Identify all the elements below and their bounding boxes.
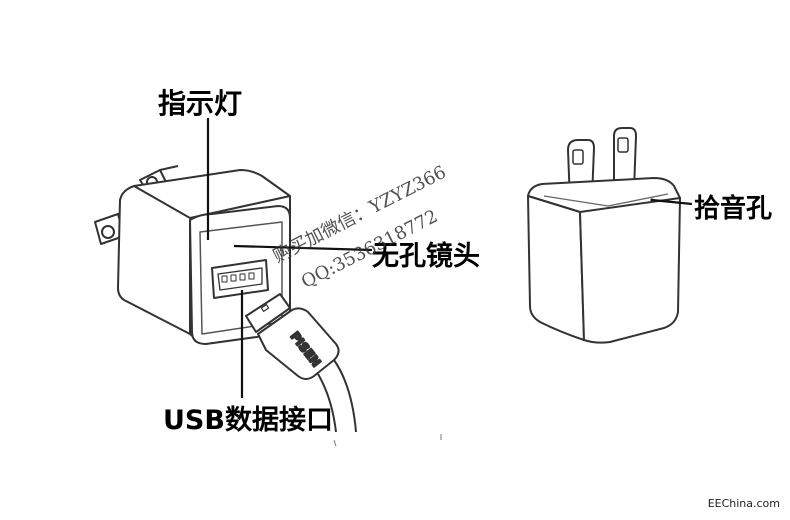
site-credit: EEChina.com — [707, 497, 780, 510]
label-indicator: 指示灯 — [158, 87, 243, 120]
right-charger-front — [527, 195, 585, 341]
left-charger — [94, 165, 291, 345]
label-usb-port: USB数据接口 — [163, 405, 333, 436]
leader-lens — [233, 244, 373, 252]
label-lens: 无孔镜头 — [372, 241, 480, 272]
usb-cable: PISEN — [245, 293, 357, 433]
cable-plug — [257, 307, 340, 380]
usb-port — [211, 259, 269, 299]
right-charger-side — [579, 197, 681, 344]
stray-marks — [333, 434, 442, 447]
label-mic-hole: 拾音孔 — [694, 194, 773, 224]
leader-lines — [206, 118, 693, 398]
leader-mic — [651, 198, 693, 206]
right-charger — [527, 127, 681, 344]
